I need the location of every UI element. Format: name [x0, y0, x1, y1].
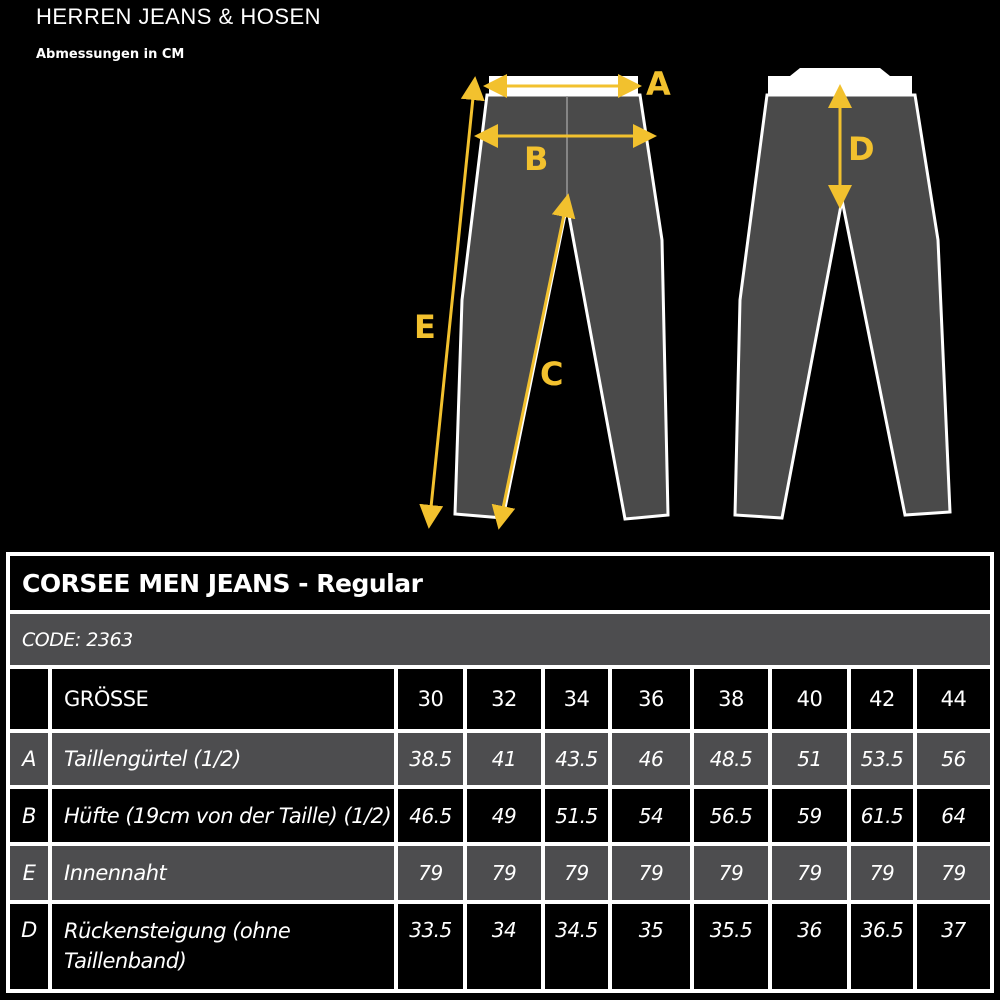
value-cell: 79 — [612, 846, 690, 900]
size-header-cell: 42 — [851, 669, 913, 729]
size-header-cell: 36 — [612, 669, 690, 729]
size-header-cell: 30 — [398, 669, 463, 729]
value-cell: 79 — [467, 846, 541, 900]
value-cell: 34 — [467, 904, 541, 989]
value-cell: 48.5 — [694, 733, 768, 785]
value-cell: 37 — [917, 904, 990, 989]
value-cell: 46 — [612, 733, 690, 785]
arrow-e — [419, 76, 485, 529]
value-cell: 54 — [612, 789, 690, 842]
value-cell: 79 — [917, 846, 990, 900]
row-letter: B — [10, 789, 48, 842]
size-header-cell: 32 — [467, 669, 541, 729]
value-cell: 51 — [772, 733, 847, 785]
value-cell: 79 — [545, 846, 608, 900]
value-cell: 35 — [612, 904, 690, 989]
value-cell: 49 — [467, 789, 541, 842]
label-d: D — [848, 130, 875, 168]
value-cell: 51.5 — [545, 789, 608, 842]
row-label: Innennaht — [52, 846, 394, 900]
row-letter: E — [10, 846, 48, 900]
value-cell: 64 — [917, 789, 990, 842]
value-cell: 61.5 — [851, 789, 913, 842]
value-cell: 35.5 — [694, 904, 768, 989]
label-b: B — [524, 140, 548, 178]
label-e: E — [414, 308, 436, 346]
value-cell: 79 — [398, 846, 463, 900]
arrow-c — [491, 193, 576, 530]
size-header-cell: 40 — [772, 669, 847, 729]
table-title: CORSEE MEN JEANS - Regular — [10, 556, 990, 610]
product-code: CODE: 2363 — [10, 614, 990, 665]
back-pants — [733, 68, 952, 520]
value-cell: 56 — [917, 733, 990, 785]
value-cell: 59 — [772, 789, 847, 842]
value-cell: 33.5 — [398, 904, 463, 989]
value-cell: 36.5 — [851, 904, 913, 989]
size-header-cell: 38 — [694, 669, 768, 729]
size-table: CORSEE MEN JEANS - Regular CODE: 2363 GR… — [6, 552, 994, 993]
label-c: C — [540, 355, 563, 393]
row-label: Taillengürtel (1/2) — [52, 733, 394, 785]
value-cell: 38.5 — [398, 733, 463, 785]
value-cell: 79 — [694, 846, 768, 900]
row-letter: D — [10, 904, 48, 989]
row-letter: A — [10, 733, 48, 785]
value-cell: 79 — [851, 846, 913, 900]
value-cell: 46.5 — [398, 789, 463, 842]
size-header-cell: 34 — [545, 669, 608, 729]
pants-measurement-diagram: A B C D E — [414, 65, 952, 530]
front-pants — [453, 76, 670, 521]
value-cell: 56.5 — [694, 789, 768, 842]
units-subtitle: Abmessungen in CM — [36, 47, 185, 62]
value-cell: 36 — [772, 904, 847, 989]
value-cell: 43.5 — [545, 733, 608, 785]
value-cell: 41 — [467, 733, 541, 785]
row-label: Rückensteigung (ohne Taillenband) — [52, 904, 394, 989]
value-cell: 53.5 — [851, 733, 913, 785]
value-cell: 79 — [772, 846, 847, 900]
size-header-cell: 44 — [917, 669, 990, 729]
value-cell: 34.5 — [545, 904, 608, 989]
row-label: Hüfte (19cm von der Taille) (1/2) — [52, 789, 394, 842]
size-header: GRÖSSE — [52, 669, 394, 729]
page-title: HERREN JEANS & HOSEN — [36, 4, 322, 29]
label-a: A — [646, 65, 671, 103]
header-letter-cell — [10, 669, 48, 729]
